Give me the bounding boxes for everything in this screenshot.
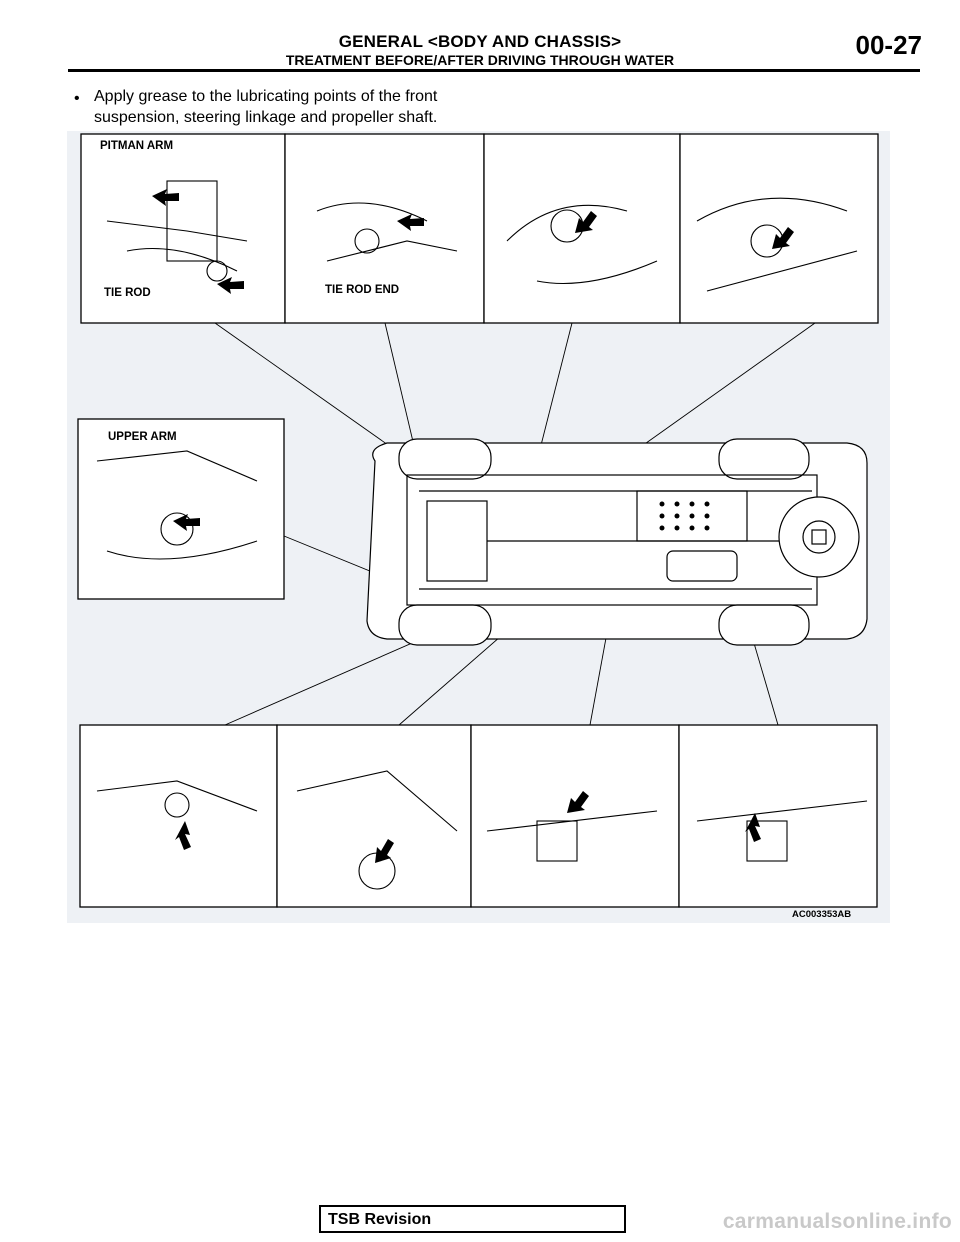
label-tie-rod: TIE ROD xyxy=(104,287,151,299)
grease-point-arrows xyxy=(152,189,794,863)
label-tie-rod-end: TIE ROD END xyxy=(325,284,400,296)
tsb-revision-box: TSB Revision xyxy=(319,1205,626,1233)
vehicle-underbody xyxy=(366,438,868,646)
panel-propeller-shaft-center xyxy=(276,724,472,908)
panel-front-differential xyxy=(679,133,879,324)
section-title: GENERAL <BODY AND CHASSIS> xyxy=(338,32,622,51)
underbody-rivets xyxy=(659,501,710,531)
figure-id: AC003353AB xyxy=(792,909,852,920)
header-rule xyxy=(68,69,920,72)
bullet-icon: • xyxy=(74,90,80,107)
panel-universal-joint xyxy=(470,724,680,908)
bottom-panel-row xyxy=(79,724,878,908)
label-pitman-arm: PITMAN ARM xyxy=(100,140,174,152)
top-panel-row xyxy=(80,133,879,324)
figure-illustration xyxy=(77,133,879,908)
panel-sketches xyxy=(96,180,868,890)
panel-rear-universal-joint xyxy=(678,724,878,908)
page-number: 00-27 xyxy=(855,30,923,60)
panel-tie-rod-end xyxy=(284,133,485,324)
watermark: carmanualsonline.info xyxy=(722,1210,952,1233)
panel-upper-arm xyxy=(77,418,285,600)
tsb-revision-label: TSB Revision xyxy=(328,1211,432,1228)
lubrication-points-figure: PITMAN ARM TIE ROD TIE ROD END UPPER ARM… xyxy=(67,131,890,923)
label-upper-arm: UPPER ARM xyxy=(108,431,177,443)
instruction-text: Apply grease to the lubricating points o… xyxy=(94,88,438,126)
panel-rear-axle-joint xyxy=(79,724,278,908)
section-subtitle: TREATMENT BEFORE/AFTER DRIVING THROUGH W… xyxy=(285,52,675,68)
